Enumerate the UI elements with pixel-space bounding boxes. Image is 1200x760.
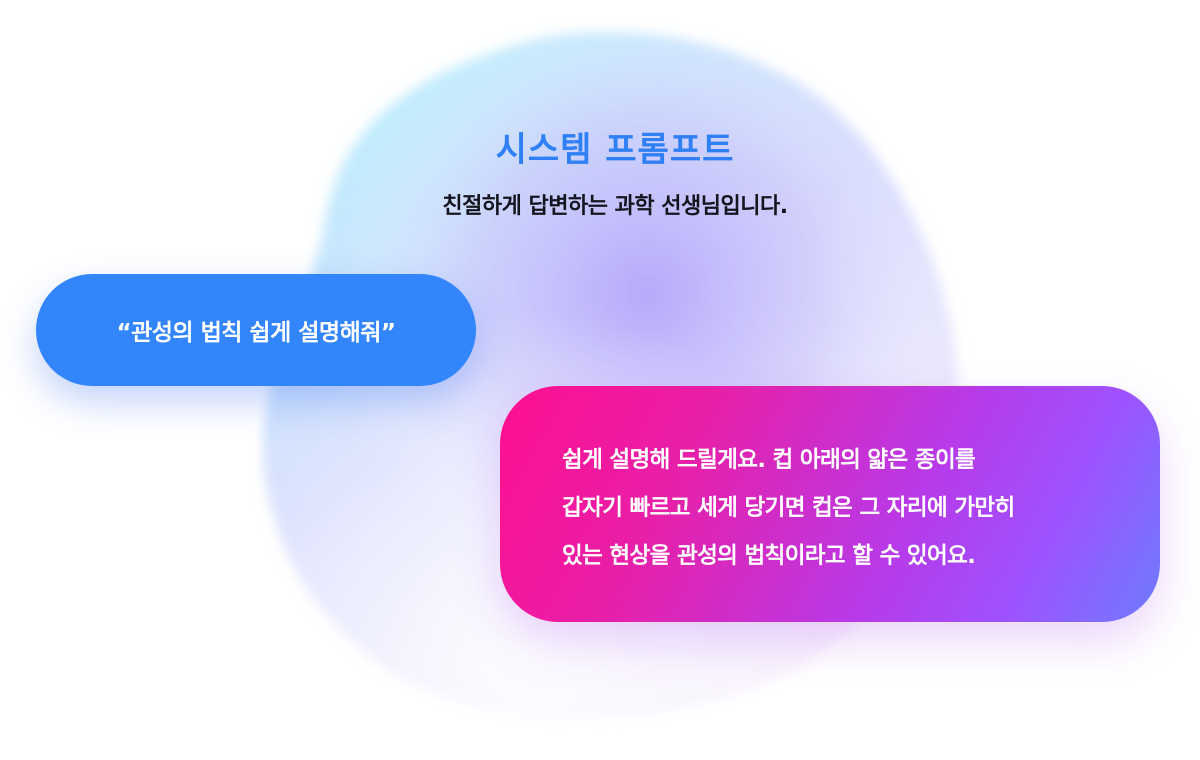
system-prompt-content: 친절하게 답변하는 과학 선생님입니다. — [442, 194, 788, 219]
user-message-bubble: “관성의 법칙 쉽게 설명해줘” — [36, 274, 476, 386]
system-prompt-section: 시스템 프롬프트 친절하게 답변하는 과학 선생님입니다. — [0, 128, 1200, 222]
system-prompt-title: 시스템 프롬프트 — [495, 130, 735, 170]
assistant-message-text: 쉽게 설명해 드릴게요. 컵 아래의 얇은 종이를 갑자기 빠르고 세게 당기면… — [562, 436, 1137, 580]
assistant-message-line: 있는 현상을 관성의 법칙이라고 할 수 있어요. — [562, 543, 976, 569]
user-message-text: “관성의 법칙 쉽게 설명해줘” — [116, 320, 396, 346]
assistant-message-bubble: 쉽게 설명해 드릴게요. 컵 아래의 얇은 종이를 갑자기 빠르고 세게 당기면… — [500, 386, 1160, 622]
assistant-message-line: 쉽게 설명해 드릴게요. 컵 아래의 얇은 종이를 — [562, 447, 976, 473]
assistant-message-line: 갑자기 빠르고 세게 당기면 컵은 그 자리에 가만히 — [562, 495, 1015, 521]
